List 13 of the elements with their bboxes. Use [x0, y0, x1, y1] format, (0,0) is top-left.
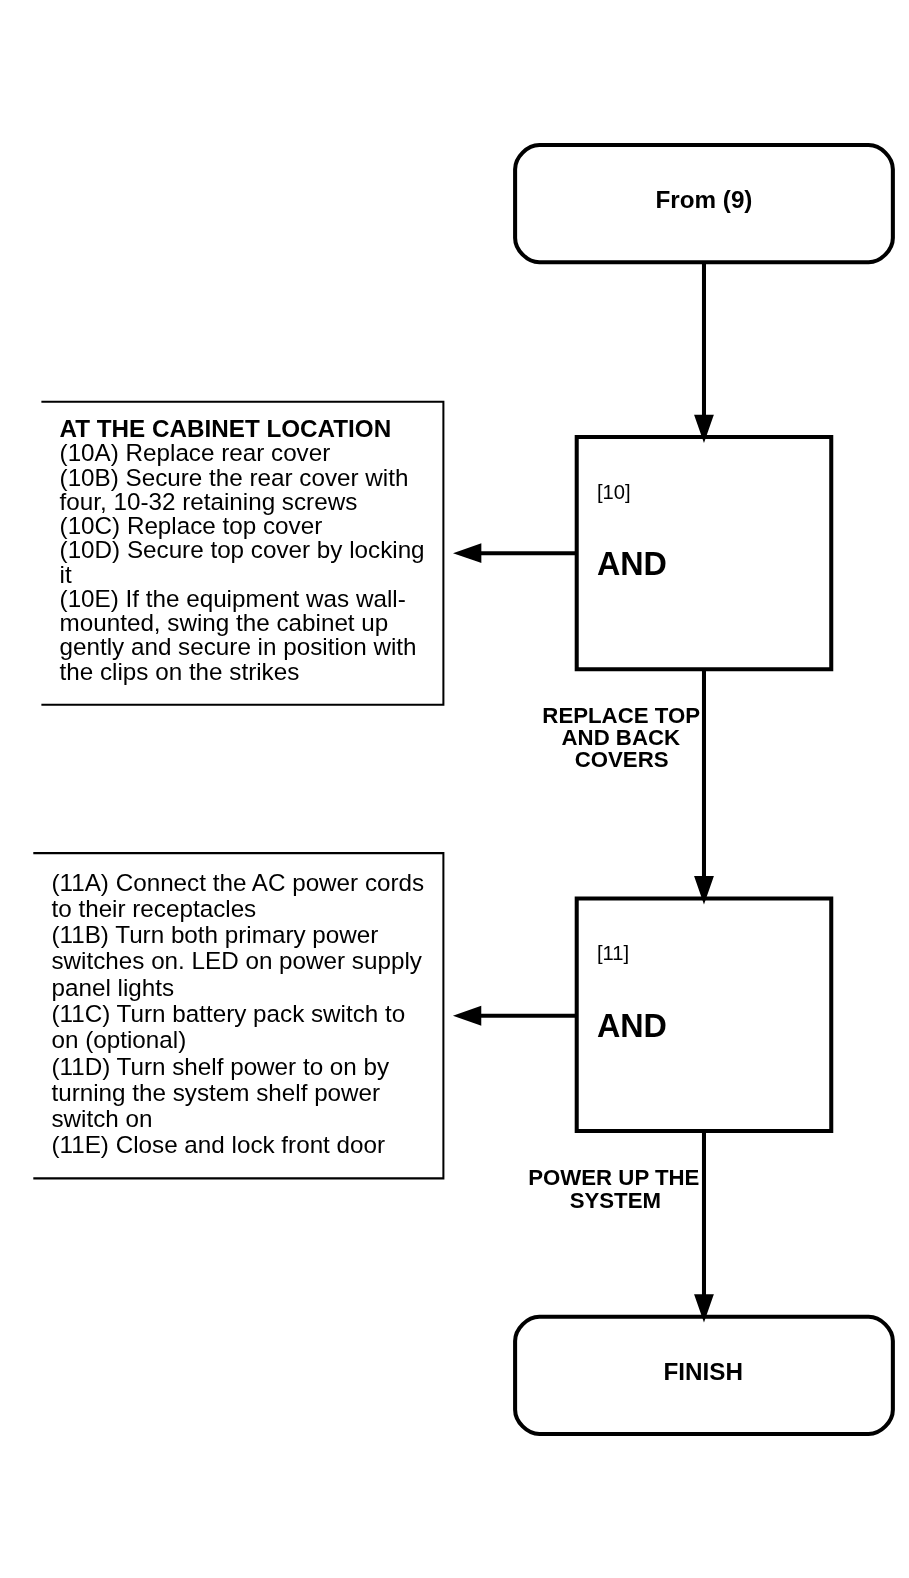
arrow — [694, 669, 714, 904]
arrow — [694, 1131, 714, 1322]
edge-label: POWER UP THE SYSTEM — [528, 1164, 700, 1213]
arrow — [694, 262, 714, 443]
node-text: AT THE CABINET LOCATION (10A) Replace rear cover (10B) Secure the rear cover with four, 10-32 retaining screws (10C) Replace top cover (10D) Secure top cover by locking it (10E) If the equipment was wall-mounted, swing the cabinet up gently and secure in position with the clips on the strikes — [59, 414, 425, 685]
arrow — [452, 1005, 577, 1026]
node-text: (11A) Connect the AC power cords to their receptacles (11B) Turn both primary power switches on. LED on power supply panel lights (11C) Turn battery pack switch to on (optional) (11D) Turn shelf power to on by turning the system shelf power switch on (11E) Close and lock front door — [51, 868, 425, 1158]
node-box: From (9) — [513, 142, 895, 264]
arrow — [453, 542, 577, 563]
node-box: FINISH — [513, 1314, 895, 1436]
node-box: [10] AND — [574, 434, 834, 671]
node-box: [11] AND — [574, 896, 834, 1133]
edge-label: REPLACE TOP AND BACK COVERS — [542, 702, 700, 772]
